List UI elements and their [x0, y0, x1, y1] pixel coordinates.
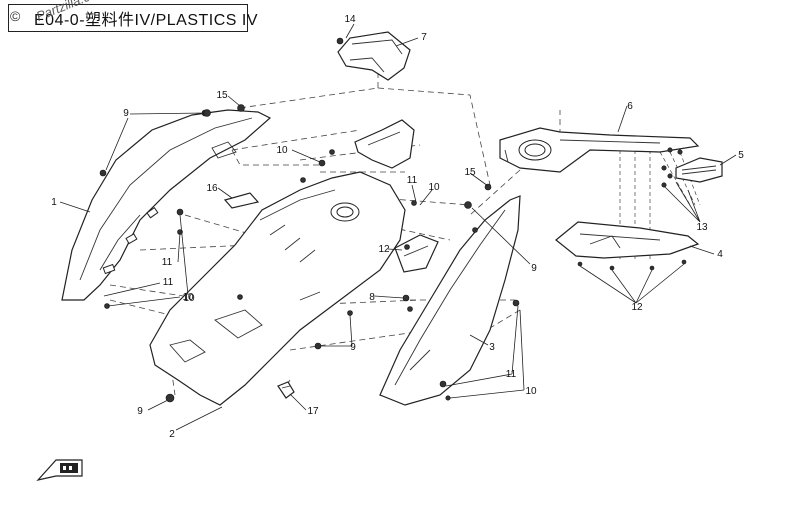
- screw-icon: [404, 244, 410, 250]
- part-6-bracket: [499, 127, 700, 173]
- callout-9c: 9: [350, 342, 356, 353]
- front-arrow-icon: [36, 459, 83, 481]
- callout-10c: 10: [428, 182, 440, 193]
- clip-nut-icon: [237, 104, 245, 112]
- callout-9d: 9: [137, 406, 143, 417]
- part-16-label: [223, 192, 260, 209]
- leader-lines: [59, 23, 737, 431]
- screw-icon: [347, 310, 353, 316]
- callout-10d: 10: [183, 293, 195, 304]
- part-4-panel: [555, 221, 700, 271]
- callout-13: 13: [696, 222, 708, 233]
- callout-11b: 11: [407, 175, 418, 186]
- callout-3: 3: [489, 342, 495, 353]
- callout-17: 17: [307, 406, 319, 417]
- callout-12: 12: [378, 244, 390, 255]
- callout-15: 15: [216, 90, 228, 101]
- part-1-left-panel: [61, 109, 272, 301]
- callout-7: 7: [421, 32, 427, 43]
- clip-nut-icon: [336, 37, 344, 45]
- console-bracket: [354, 119, 415, 169]
- title-box: [8, 4, 248, 32]
- callout-11d: 11: [506, 369, 517, 380]
- clip-nut-icon: [484, 183, 492, 191]
- screw-icon: [464, 201, 472, 209]
- callout-5: 5: [738, 150, 744, 161]
- callout-4: 4: [717, 249, 723, 260]
- callout-6: 6: [627, 101, 633, 112]
- part-7-cover: [337, 31, 411, 81]
- callout-10: 10: [276, 145, 288, 156]
- callout-11c: 11: [162, 257, 173, 268]
- callout-1: 1: [51, 197, 57, 208]
- callout-9: 9: [123, 108, 129, 119]
- callout-8: 8: [369, 292, 375, 303]
- callout-11: 11: [163, 277, 174, 288]
- callout-labels: 14 7 15 9 10 6 5 16 1 11 10 15 13 11 10 …: [51, 14, 744, 440]
- callout-12b: 12: [631, 302, 643, 313]
- screw-icon: [445, 395, 451, 401]
- part-3-right-panel: [379, 195, 521, 406]
- callout-10b: 10: [182, 292, 194, 303]
- screw-icon: [512, 299, 520, 307]
- copyright-mark: ©: [10, 8, 21, 24]
- part-8-bracket: [394, 234, 439, 273]
- page-title: E04-0-塑料件IV/PLASTICS IV: [34, 12, 259, 29]
- callout-2: 2: [169, 429, 175, 440]
- screw-icon: [439, 380, 447, 388]
- part-2-center-body: [149, 149, 406, 406]
- callout-15b: 15: [464, 167, 476, 178]
- screw-icon: [318, 159, 326, 167]
- screw-icon: [411, 200, 417, 206]
- callout-16: 16: [206, 183, 218, 194]
- callout-14: 14: [344, 14, 356, 25]
- screw-icon: [176, 208, 184, 216]
- callout-10e: 10: [525, 386, 537, 397]
- callout-9b: 9: [531, 263, 537, 274]
- part-5-grille: [661, 147, 723, 188]
